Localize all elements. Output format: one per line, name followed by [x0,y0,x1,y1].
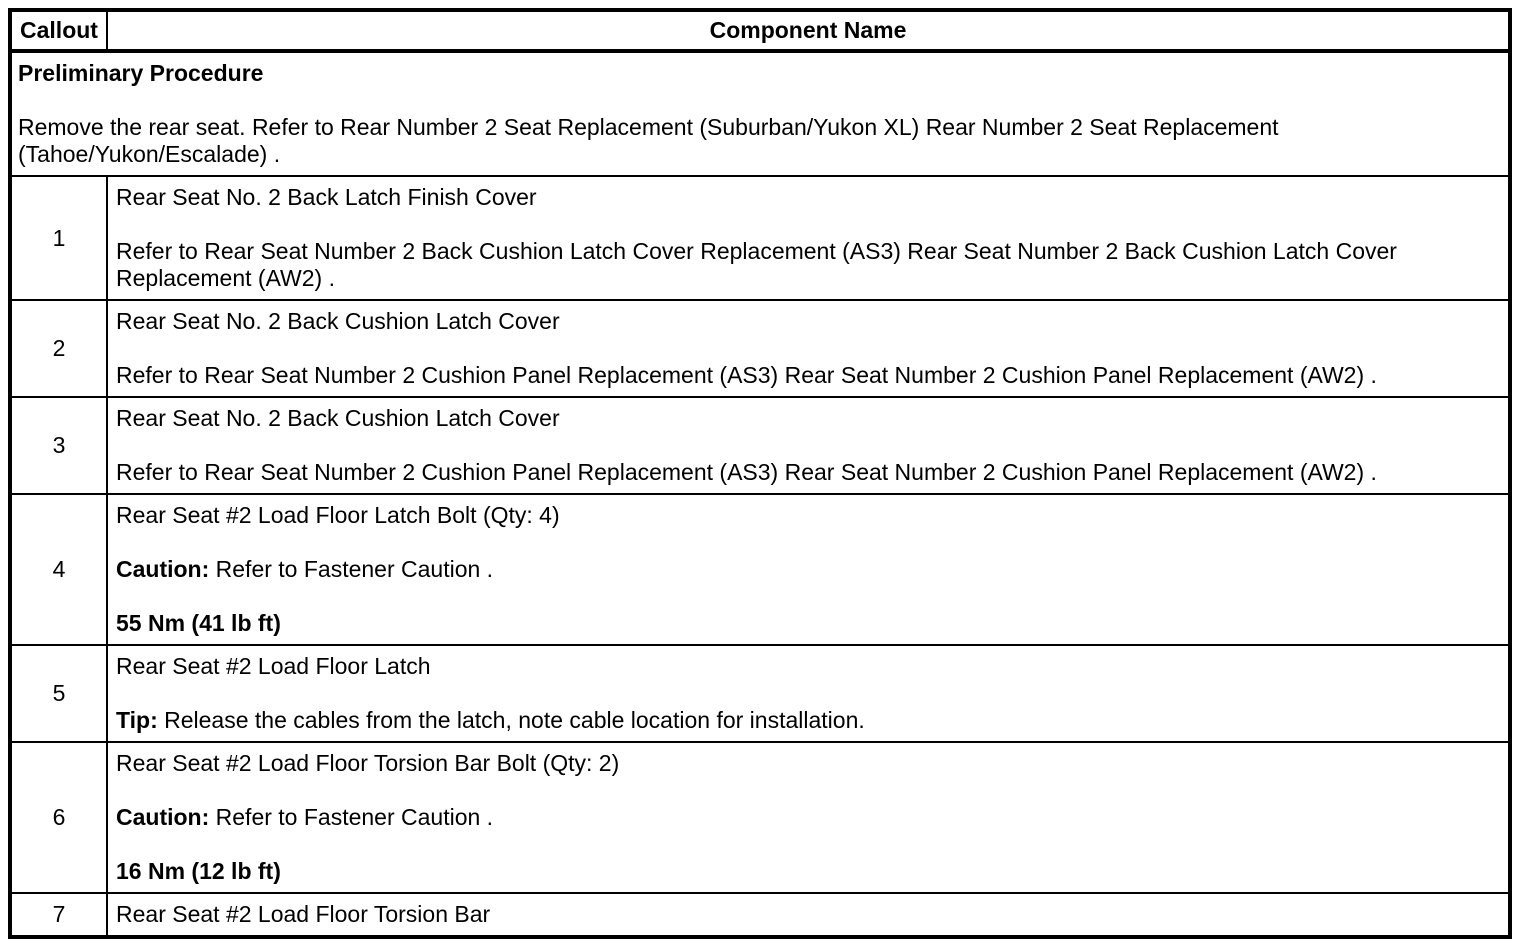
preliminary-procedure-text: Remove the rear seat. Refer to Rear Numb… [18,114,1279,167]
callout-number: 2 [9,299,108,398]
preliminary-procedure-cell: Preliminary Procedure Remove the rear se… [9,50,1511,177]
paragraph-bold-label: Caution: [116,556,210,582]
component-cell: Rear Seat No. 2 Back Cushion Latch Cover… [106,396,1511,495]
callout-number: 3 [9,396,108,495]
table-row: 7 Rear Seat #2 Load Floor Torsion Bar [9,892,1511,938]
callout-number: 7 [9,892,108,938]
component-paragraph: Rear Seat No. 2 Back Cushion Latch Cover [116,308,560,334]
paragraph-bold-label: Tip: [116,707,158,733]
component-paragraph: Refer to Rear Seat Number 2 Cushion Pane… [116,362,1377,388]
table-row: 2 Rear Seat No. 2 Back Cushion Latch Cov… [9,299,1511,398]
callout-number: 4 [9,493,108,646]
table-row: 4 Rear Seat #2 Load Floor Latch Bolt (Qt… [9,493,1511,646]
component-paragraph: 16 Nm (12 lb ft) [116,858,281,884]
component-paragraph: Rear Seat No. 2 Back Latch Finish Cover [116,184,537,210]
component-paragraph: Rear Seat #2 Load Floor Torsion Bar Bolt… [116,750,620,776]
callout-number: 1 [9,175,108,301]
component-paragraph: Rear Seat #2 Load Floor Latch [116,653,431,679]
component-cell: Rear Seat #2 Load Floor Torsion Bar Bolt… [106,741,1511,894]
paragraph-text: Refer to Fastener Caution . [209,556,494,582]
preliminary-procedure-title: Preliminary Procedure [18,60,264,86]
table-header-row: Callout Component Name [10,10,1510,53]
paragraph-bold-label: Caution: [116,804,210,830]
component-paragraph: Caution: Refer to Fastener Caution . [116,556,1504,583]
component-cell: Rear Seat #2 Load Floor Latch Bolt (Qty:… [106,493,1511,646]
component-table: Callout Component Name Preliminary Proce… [8,8,1512,939]
component-paragraph: Rear Seat No. 2 Back Cushion Latch Cover [116,405,560,431]
table-row: 1 Rear Seat No. 2 Back Latch Finish Cove… [9,175,1511,301]
component-cell: Rear Seat No. 2 Back Cushion Latch Cover… [106,299,1511,398]
component-paragraph: Rear Seat #2 Load Floor Torsion Bar [116,901,491,927]
table-row: 3 Rear Seat No. 2 Back Cushion Latch Cov… [9,396,1511,495]
component-name-column-header: Component Name [107,10,1510,53]
callout-number: 5 [9,644,108,743]
paragraph-text: Refer to Fastener Caution . [209,804,494,830]
component-paragraph: Refer to Rear Seat Number 2 Cushion Pane… [116,459,1377,485]
callout-number: 6 [9,741,108,894]
component-paragraph: Refer to Rear Seat Number 2 Back Cushion… [116,238,1397,291]
table-row: 6 Rear Seat #2 Load Floor Torsion Bar Bo… [9,741,1511,894]
component-cell: Rear Seat #2 Load Floor Torsion Bar [106,892,1511,938]
callout-column-header: Callout [10,10,108,53]
component-paragraph: 55 Nm (41 lb ft) [116,610,281,636]
preliminary-procedure-row: Preliminary Procedure Remove the rear se… [9,50,1511,177]
component-paragraph: Rear Seat #2 Load Floor Latch Bolt (Qty:… [116,502,560,528]
paragraph-text: Release the cables from the latch, note … [157,707,865,733]
component-paragraph: Caution: Refer to Fastener Caution . [116,804,1504,831]
component-paragraph: Tip: Release the cables from the latch, … [116,707,1504,734]
